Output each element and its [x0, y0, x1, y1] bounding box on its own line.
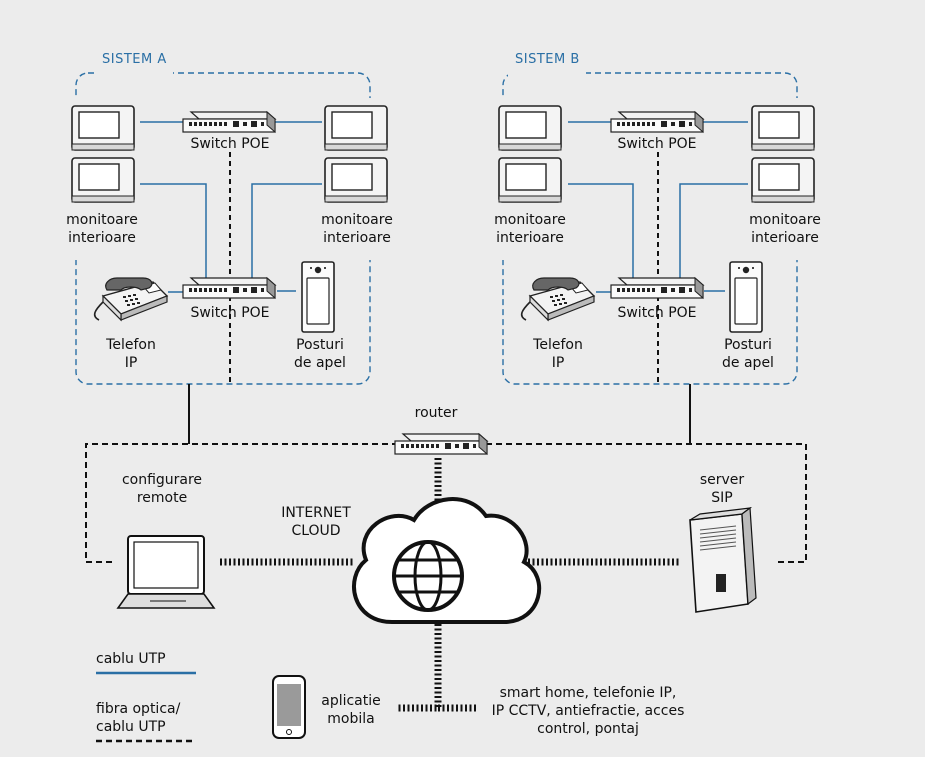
system-b-switch-top-icon	[610, 111, 704, 133]
system-b-monitors-left-line2: interioare	[496, 230, 564, 246]
system-b-monitor-3	[751, 105, 815, 151]
server-line2: SIP	[711, 490, 732, 506]
system-b-monitors-right-line2: interioare	[751, 230, 819, 246]
system-b-phone-line2: IP	[552, 355, 565, 371]
server-icon	[689, 506, 757, 613]
system-a-title: SISTEM A	[102, 52, 167, 67]
system-b-door-station-icon	[729, 261, 763, 333]
system-b-monitor-4	[751, 157, 815, 203]
system-b-ip-phone-icon	[520, 277, 595, 321]
system-b-door-line2: de apel	[722, 355, 774, 371]
system-a-monitor-3	[324, 105, 388, 151]
system-b-utp-links	[568, 121, 748, 293]
system-b-phone-line1: Telefon	[532, 337, 583, 353]
legend: cablu UTP fibra optica/ cablu UTP	[96, 651, 196, 743]
services-line3: control, pontaj	[537, 721, 639, 737]
system-a-door-line2: de apel	[294, 355, 346, 371]
system-b-title: SISTEM B	[515, 52, 580, 67]
legend-fiber-line2: cablu UTP	[96, 719, 166, 735]
internet-line1: INTERNET	[281, 505, 351, 521]
system-a: SISTEM A Switch POE Switch POE monitoare…	[66, 52, 393, 385]
system-a-door-station-icon	[301, 261, 335, 333]
system-a-switch-bottom-label: Switch POE	[190, 305, 269, 321]
router-label: router	[415, 405, 458, 421]
system-a-monitors-right-line2: interioare	[323, 230, 391, 246]
remote-line2: remote	[137, 490, 187, 506]
system-a-phone-line2: IP	[125, 355, 138, 371]
smartphone-icon	[272, 675, 306, 739]
backbone: router	[85, 384, 807, 563]
laptop-icon	[116, 535, 216, 609]
backbone-dashed	[85, 443, 807, 563]
system-b-monitors-left-line1: monitoare	[494, 212, 566, 228]
system-a-monitors-left-line2: interioare	[68, 230, 136, 246]
system-a-monitor-4	[324, 157, 388, 203]
system-a-ip-phone-icon	[93, 277, 168, 321]
system-a-monitor-2	[71, 157, 135, 203]
system-a-monitor-1	[71, 105, 135, 151]
server-line1: server	[700, 472, 745, 488]
system-a-switch-bottom-icon	[182, 277, 276, 299]
system-b-door-line1: Posturi	[724, 337, 772, 353]
system-b-monitors-right-line1: monitoare	[749, 212, 821, 228]
internet-line2: CLOUD	[291, 523, 340, 539]
services-line1: smart home, telefonie IP,	[500, 685, 677, 701]
system-b-switch-bottom-icon	[610, 277, 704, 299]
router-icon	[394, 433, 488, 455]
mobile-line2: mobila	[327, 711, 374, 727]
system-a-switch-top-icon	[182, 111, 276, 133]
system-a-phone-line1: Telefon	[105, 337, 156, 353]
mobile-line1: aplicatie	[321, 693, 381, 709]
system-b-switch-bottom-label: Switch POE	[617, 305, 696, 321]
internet-cloud-icon	[352, 497, 542, 624]
remote-line1: configurare	[122, 472, 202, 488]
system-b-switch-top-label: Switch POE	[617, 136, 696, 152]
services-line2: IP CCTV, antiefractie, acces	[492, 703, 685, 719]
system-b-monitor-2	[498, 157, 562, 203]
system-a-utp-links	[140, 121, 322, 293]
system-b-monitor-1	[498, 105, 562, 151]
legend-utp-label: cablu UTP	[96, 651, 166, 667]
system-a-door-line1: Posturi	[296, 337, 344, 353]
system-b: SISTEM B Switch POE Switch POE monitoare…	[494, 52, 821, 385]
system-a-monitors-left-line1: monitoare	[66, 212, 138, 228]
system-a-switch-top-label: Switch POE	[190, 136, 269, 152]
legend-fiber-line1: fibra optica/	[96, 701, 181, 717]
system-a-monitors-right-line1: monitoare	[321, 212, 393, 228]
